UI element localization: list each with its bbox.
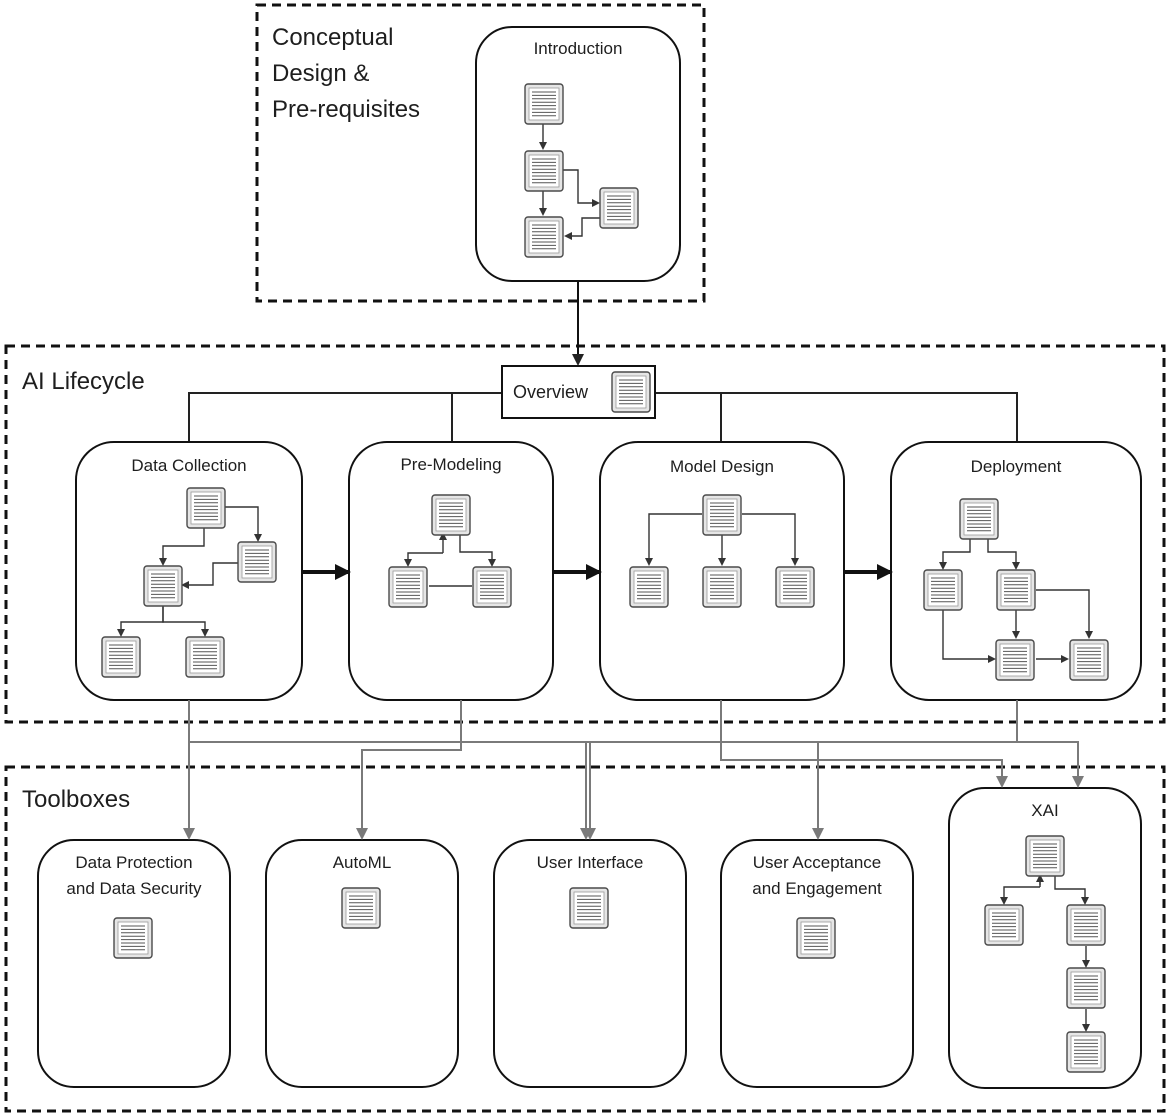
document-icon [1069,639,1109,681]
user-interface-title: User Interface [536,853,644,872]
document-icon [524,150,564,192]
document-icon [702,494,742,536]
toolboxes-title: Toolboxes [22,786,131,813]
ai-lifecycle-title: AI Lifecycle [22,368,145,395]
automl-box [265,839,459,1088]
document-icon [984,904,1024,946]
conceptual-design-section [255,3,706,303]
document-icon [629,566,669,608]
document-icon [796,917,836,959]
document-icon [996,569,1036,611]
document-icon [1066,904,1106,946]
automl-title: AutoML [332,853,392,872]
document-icon [341,887,381,929]
conceptual-design-title: Conceptual Design & Pre-requisites [272,24,421,123]
toolbox-connectors [183,700,1084,840]
pre-modeling-title: Pre-Modeling [400,455,502,474]
data-protection-box [37,839,231,1088]
ai-lifecycle-section [4,344,1166,724]
document-icon [775,566,815,608]
document-icon [101,636,141,678]
introduction-box [475,26,681,282]
xai-box [948,787,1142,1089]
document-icon [388,566,428,608]
document-icon [524,83,564,125]
data-collection-title: Data Collection [131,456,247,475]
document-icon [524,216,564,258]
overview-label: Overview [513,382,589,402]
document-icon [995,639,1035,681]
user-acceptance-title: User Acceptance and Engagement [752,853,882,898]
document-icon [1025,835,1065,877]
introduction-title: Introduction [533,39,623,58]
deployment-title: Deployment [970,457,1062,476]
document-icon [611,371,651,413]
document-icon [1066,967,1106,1009]
document-icon [143,565,183,607]
document-icons [101,83,1109,1073]
document-icon [113,917,153,959]
document-icon [472,566,512,608]
xai-title: XAI [1031,801,1059,820]
user-interface-box [493,839,687,1088]
document-icon [186,487,226,529]
model-design-title: Model Design [670,457,774,476]
document-icon [431,494,471,536]
data-protection-title: Data Protection and Data Security [66,853,202,898]
internal-connectors [117,123,1093,1032]
document-icon [185,636,225,678]
document-icon [923,569,963,611]
document-icon [959,498,999,540]
document-icon [569,887,609,929]
pre-modeling-box [348,441,554,701]
document-icon [702,566,742,608]
document-icon [1066,1031,1106,1073]
document-icon [237,541,277,583]
user-acceptance-box [720,839,914,1088]
document-icon [599,187,639,229]
